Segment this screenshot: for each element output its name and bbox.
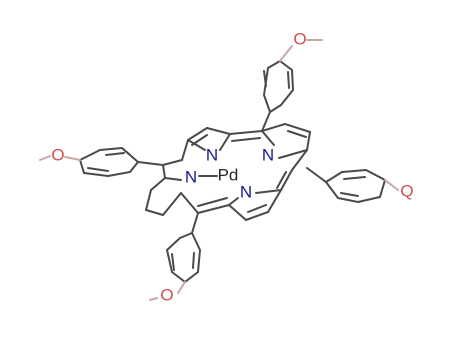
bond xyxy=(267,189,282,213)
aryl-left xyxy=(79,147,164,177)
bond xyxy=(191,134,208,146)
porphyrin-core-bonds xyxy=(145,123,311,221)
bond xyxy=(284,123,311,133)
aryl-bottom xyxy=(166,212,201,283)
phenyl-ring-bottom xyxy=(166,232,201,283)
bond xyxy=(206,127,231,135)
nitrogen-label-top-right: N xyxy=(262,145,274,164)
bond xyxy=(229,130,263,135)
bond xyxy=(278,149,308,159)
phenyl-ring-right xyxy=(325,169,386,203)
bond xyxy=(171,253,175,271)
nitrogen-label-top-left: N xyxy=(206,145,218,164)
bond xyxy=(197,197,228,207)
bond xyxy=(137,161,164,166)
bond xyxy=(245,211,269,221)
bond xyxy=(255,189,282,194)
bond xyxy=(197,204,230,214)
nitrogen-label-left: N xyxy=(185,167,197,186)
bond xyxy=(145,209,164,216)
bond xyxy=(343,176,366,180)
bond xyxy=(228,204,247,221)
bond xyxy=(287,130,307,138)
phenyl-ring-left xyxy=(79,147,139,177)
bond xyxy=(105,152,125,156)
bond xyxy=(291,149,308,171)
phenyl-ring-top xyxy=(263,60,294,113)
bond xyxy=(263,70,267,87)
bond xyxy=(162,159,183,166)
bond xyxy=(287,71,290,89)
bond xyxy=(180,192,199,214)
bond xyxy=(192,252,195,269)
bond xyxy=(187,127,208,141)
bond xyxy=(87,167,109,172)
bond xyxy=(162,164,166,179)
bond xyxy=(231,137,261,142)
bond xyxy=(247,204,267,213)
bond xyxy=(261,130,275,146)
metal-label: Pd xyxy=(218,165,239,184)
bond xyxy=(150,177,166,191)
bond xyxy=(145,189,152,211)
bond xyxy=(219,133,231,151)
aryl-top xyxy=(261,60,294,132)
bond xyxy=(340,192,359,197)
bond xyxy=(276,171,287,189)
bond xyxy=(162,192,182,216)
bond xyxy=(181,139,189,161)
bond xyxy=(164,177,182,181)
bond xyxy=(306,131,311,151)
oxygen-label-top: O xyxy=(293,29,306,48)
bond xyxy=(261,111,271,132)
bond xyxy=(177,281,186,294)
methoxy-bonds xyxy=(39,39,399,301)
aryl-right xyxy=(306,167,386,203)
bond xyxy=(187,139,206,151)
nitrogen-label-bottom: N xyxy=(240,182,252,201)
bond xyxy=(280,169,293,191)
bond xyxy=(228,197,239,206)
oxygen-label-left: O xyxy=(51,145,64,164)
bond xyxy=(306,167,327,183)
bond xyxy=(191,212,199,234)
oxygen-label-bottom: O xyxy=(160,285,173,304)
bond xyxy=(39,155,51,161)
bond xyxy=(384,179,399,191)
bond xyxy=(279,45,293,62)
bond xyxy=(261,123,286,132)
bond xyxy=(149,297,158,301)
atom-labels: N N N N Pd O O O Q xyxy=(51,29,413,304)
oxygen-label-right: Q xyxy=(400,181,413,200)
bond xyxy=(64,156,81,161)
